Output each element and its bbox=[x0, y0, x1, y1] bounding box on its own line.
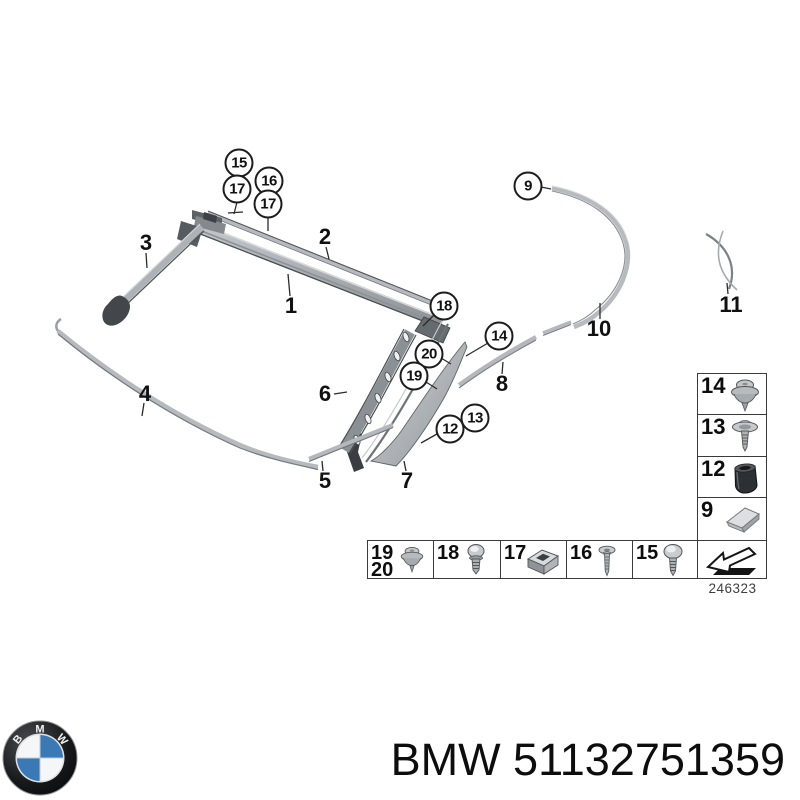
direction-arrow-icon bbox=[705, 546, 757, 575]
label-3: 3 bbox=[139, 230, 153, 255]
leader-lines bbox=[141, 186, 729, 472]
label-1: 1 bbox=[284, 293, 298, 318]
part-10-rear-arc-molding bbox=[551, 185, 631, 330]
callout-17b: 17 bbox=[253, 189, 283, 219]
legend-cell-19-20: 19 20 bbox=[367, 540, 434, 581]
part-2-upper-trim-strip bbox=[207, 210, 451, 313]
metal-clip-icon bbox=[726, 507, 760, 533]
legend-label: 9 bbox=[701, 497, 714, 522]
rivet-clip-icon bbox=[731, 379, 759, 413]
svg-text:M: M bbox=[35, 724, 44, 736]
label-10: 10 bbox=[586, 316, 612, 341]
part-8-side-molding bbox=[457, 320, 572, 389]
washer-screw-icon bbox=[732, 420, 758, 453]
legend-label: 18 bbox=[437, 542, 460, 564]
legend-label: 20 bbox=[371, 559, 394, 581]
bmw-roundel-quadrants bbox=[17, 735, 63, 781]
legend-label: 13 bbox=[701, 414, 726, 439]
legend-cell-16: 16 bbox=[566, 540, 633, 579]
part-7-pillar-blade-trim bbox=[369, 341, 468, 467]
part-5-molding-segment bbox=[308, 423, 394, 463]
callout-14: 14 bbox=[484, 321, 514, 351]
part-1-windshield-header-trim bbox=[197, 222, 444, 330]
callout-17a: 17 bbox=[222, 174, 252, 204]
callout-9: 9 bbox=[513, 171, 543, 201]
legend-cell-14: 14 bbox=[697, 373, 767, 416]
label-2: 2 bbox=[318, 224, 332, 249]
legend-label: 17 bbox=[504, 542, 527, 564]
callout-13: 13 bbox=[460, 403, 490, 433]
oval-screw-icon bbox=[663, 544, 683, 577]
legend-cell-12: 12 bbox=[697, 456, 767, 498]
legend-cell-9: 9 bbox=[697, 497, 767, 541]
cage-nut-icon bbox=[526, 549, 560, 575]
rivet-clip-icon bbox=[400, 546, 424, 574]
callout-18: 18 bbox=[429, 291, 459, 321]
bmw-logo: B M W bbox=[2, 720, 78, 796]
label-11: 11 bbox=[719, 292, 743, 317]
legend-label: 19 bbox=[371, 542, 394, 564]
label-6: 6 bbox=[318, 381, 332, 406]
legend-label: 14 bbox=[701, 373, 726, 398]
callout-15: 15 bbox=[224, 148, 254, 178]
short-screw-icon bbox=[467, 544, 485, 575]
legend-cell-15: 15 bbox=[632, 540, 698, 579]
label-5: 5 bbox=[318, 468, 332, 493]
callout-20: 20 bbox=[414, 339, 444, 369]
part-4-lower-molding bbox=[55, 317, 319, 471]
flat-screw-icon bbox=[598, 545, 616, 577]
legend-label: 16 bbox=[570, 542, 593, 564]
legend-cell-13: 13 bbox=[697, 414, 767, 457]
callout-19: 19 bbox=[399, 361, 429, 391]
label-8: 8 bbox=[495, 371, 509, 396]
callout-12: 12 bbox=[435, 414, 465, 444]
legend-cell-18: 18 bbox=[433, 540, 501, 579]
part-3-left-pillar-trim bbox=[102, 223, 205, 326]
part-11-spring-clip bbox=[705, 230, 738, 291]
diagram-number: 246323 bbox=[708, 581, 757, 596]
legend-cell-arrow bbox=[697, 540, 767, 579]
grommet-icon bbox=[734, 463, 758, 494]
legend-label: 12 bbox=[701, 456, 726, 481]
label-7: 7 bbox=[400, 468, 414, 493]
legend-cell-17: 17 bbox=[500, 540, 567, 579]
legend-label: 15 bbox=[636, 542, 659, 564]
exploded-parts-drawing bbox=[55, 185, 738, 472]
part-number-title: BMW 51132751359 bbox=[390, 734, 785, 785]
label-4: 4 bbox=[138, 381, 152, 406]
